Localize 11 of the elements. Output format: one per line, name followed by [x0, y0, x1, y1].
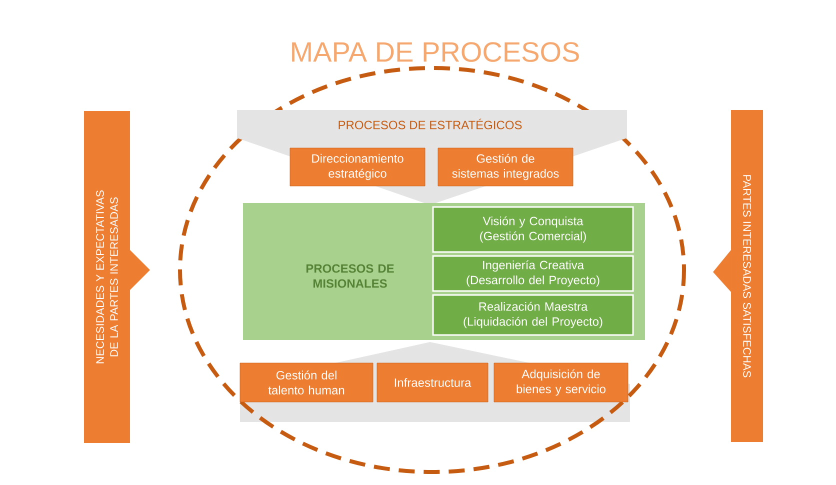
process-box: Ingeniería Creativa (Desarrollo del Proyecto) [432, 255, 634, 292]
side-bar: PARTES INTERESADAS SATISFECHAS [713, 110, 763, 442]
side-bar: NECESIDADES Y EXPECTATIVAS DE LA PARTES INTERESADAS [84, 111, 150, 443]
process-box: Gestión del talento human [240, 362, 374, 402]
process-box: Direccionamiento estratégico [290, 148, 426, 186]
process-box: Adquisición de bienes y servicio [494, 362, 628, 402]
process-box: Visión y Conquista (Gestión Comercial) [432, 206, 634, 253]
title: MAPA DE PROCESOS [292, 42, 579, 62]
process-box: Infraestructura [376, 362, 488, 402]
process-box: Realización Maestra (Liquidación del Proyecto) [432, 294, 634, 336]
process-box: Gestión de sistemas integrados [438, 148, 574, 186]
